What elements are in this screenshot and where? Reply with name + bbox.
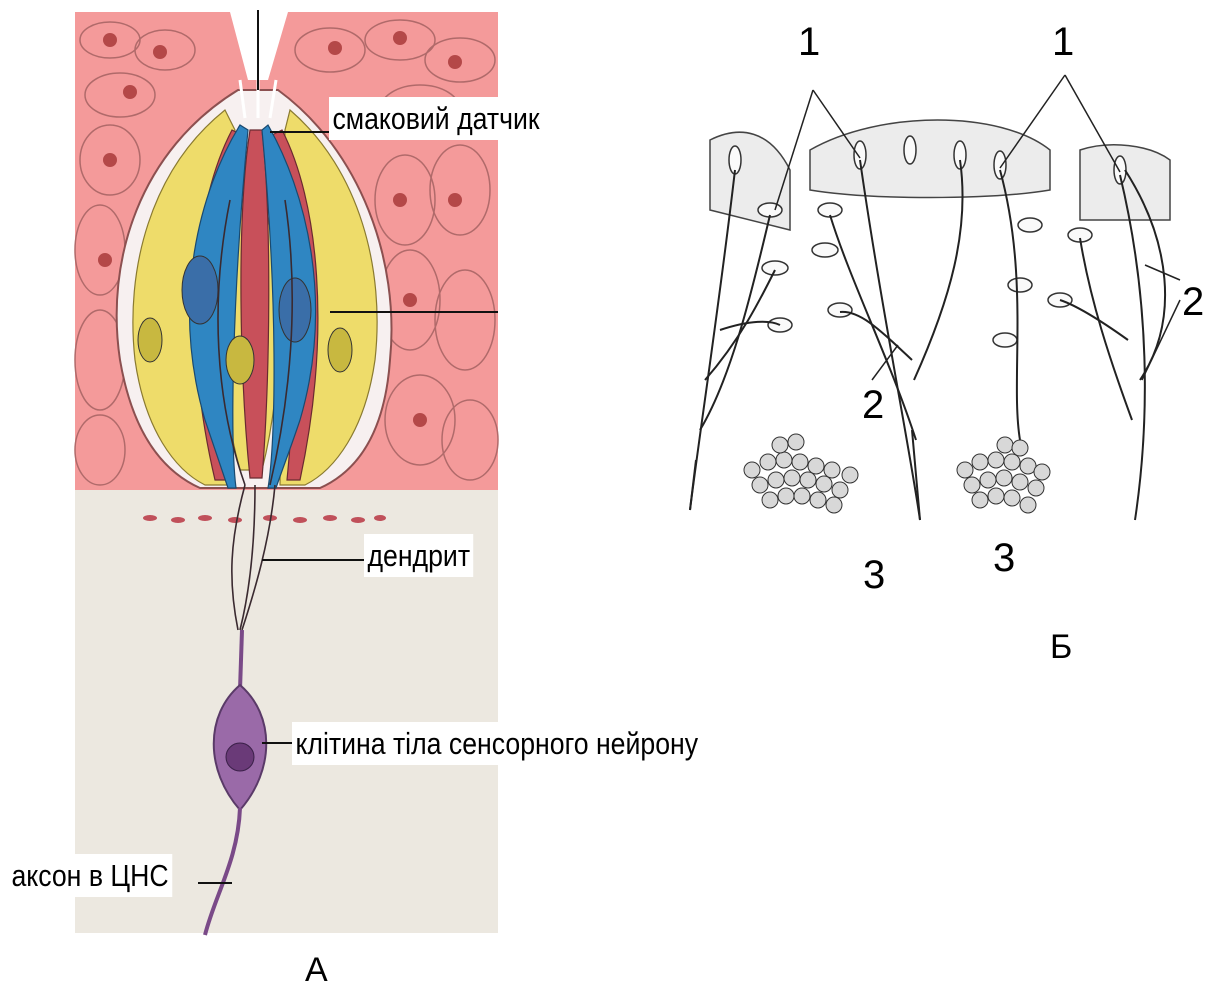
label-dendrite: дендрит	[364, 534, 473, 577]
marker-2-right: 2	[1182, 282, 1204, 322]
neuron-nucleus	[226, 743, 254, 771]
figure-a-caption: А	[305, 953, 328, 987]
gland-clusters	[744, 434, 1050, 513]
label-taste-sensor: смаковий датчик	[329, 97, 543, 140]
taste-buds-sketch	[680, 0, 1206, 620]
marker-1-left: 1	[798, 22, 820, 62]
neuron-dendrite	[240, 630, 242, 690]
marker-3-left: 3	[863, 555, 885, 595]
marker-3-center: 3	[993, 538, 1015, 578]
figure-b: 1 1 2 2 3 3 Б	[680, 0, 1206, 700]
marker-1-right: 1	[1052, 22, 1074, 62]
label-sensory-neuron-body: клітина тіла сенсорного нейрону	[292, 722, 702, 765]
figure-b-caption: Б	[1050, 630, 1072, 664]
label-axon-cns: аксон в ЦНС	[8, 854, 172, 897]
marker-2-center: 2	[862, 385, 884, 425]
